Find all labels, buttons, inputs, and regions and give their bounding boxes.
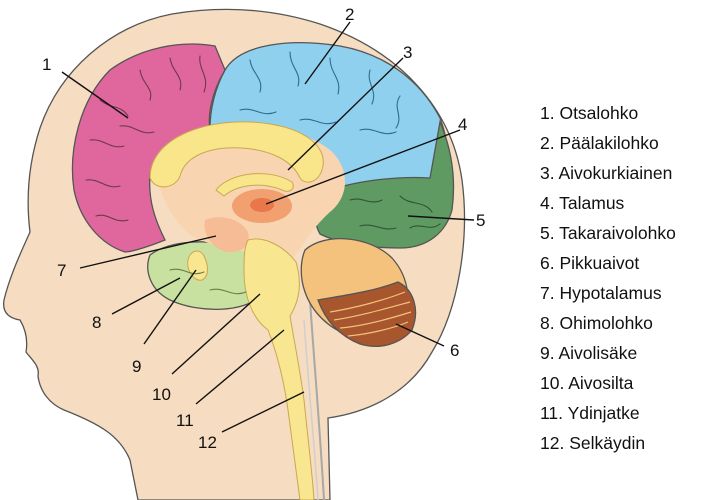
- marker-4: 4: [458, 115, 467, 134]
- legend-item: 10. Aivosilta: [540, 373, 634, 393]
- leader-line-7: [79, 235, 217, 269]
- leader-line-8: [111, 277, 181, 315]
- leader-line-12: [221, 391, 305, 433]
- spinal-cord-canal: [303, 319, 319, 500]
- leader-lines: [61, 21, 475, 433]
- leader-line-3: [287, 57, 404, 171]
- marker-6: 6: [450, 341, 459, 360]
- legend-item: 1. Otsalohko: [540, 103, 639, 123]
- leader-line-11: [195, 329, 285, 405]
- legend-item: 7. Hypotalamus: [540, 283, 662, 303]
- leader-line-1: [61, 71, 129, 119]
- legend-item: 11. Ydinjatke: [540, 403, 640, 423]
- marker-2: 2: [345, 5, 354, 24]
- legend-item: 12. Selkäydin: [540, 433, 646, 453]
- marker-5: 5: [476, 211, 485, 230]
- leader-line-2: [304, 21, 351, 85]
- marker-7: 7: [57, 261, 66, 280]
- leader-line-5: [407, 215, 475, 221]
- leader-line-9: [143, 269, 197, 345]
- legend-item: 4. Talamus: [540, 193, 625, 213]
- leader-line-6: [395, 323, 445, 347]
- marker-8: 8: [92, 313, 101, 332]
- hypothalamus: [204, 217, 249, 253]
- thalamus-core: [250, 198, 274, 212]
- marker-12: 12: [198, 433, 217, 452]
- number-labels: 1 2 3 4 5 6 7 8 9 10 11 12: [42, 5, 485, 452]
- marker-3: 3: [403, 43, 412, 62]
- legend-item: 5. Takaraivolohko: [540, 223, 676, 243]
- leader-line-4: [265, 129, 461, 205]
- legend-item: 3. Aivokurkiainen: [540, 163, 673, 183]
- brain-diagram: 1 2 3 4 5 6 7 8 9 10 11 12: [2, 5, 485, 500]
- spinal-cord-outline: [309, 299, 325, 500]
- marker-9: 9: [132, 357, 141, 376]
- cortex-folds: [85, 51, 441, 295]
- marker-11: 11: [176, 411, 194, 430]
- legend-item: 8. Ohimolohko: [540, 313, 653, 333]
- legend-item: 6. Pikkuaivot: [540, 253, 640, 273]
- cerebellum-folia: [317, 281, 417, 347]
- marker-1: 1: [42, 55, 51, 74]
- leader-line-10: [171, 293, 261, 375]
- legend-item: 9. Aivolisäke: [540, 343, 638, 363]
- cerebellum-folia-lines: [329, 291, 412, 337]
- corpus-callosum: [149, 121, 324, 188]
- marker-10: 10: [152, 385, 171, 404]
- legend-list: 1. Otsalohko 2. Päälakilohko 3. Aivokurk…: [540, 98, 708, 458]
- fornix: [215, 173, 294, 197]
- legend-item: 2. Päälakilohko: [540, 133, 659, 153]
